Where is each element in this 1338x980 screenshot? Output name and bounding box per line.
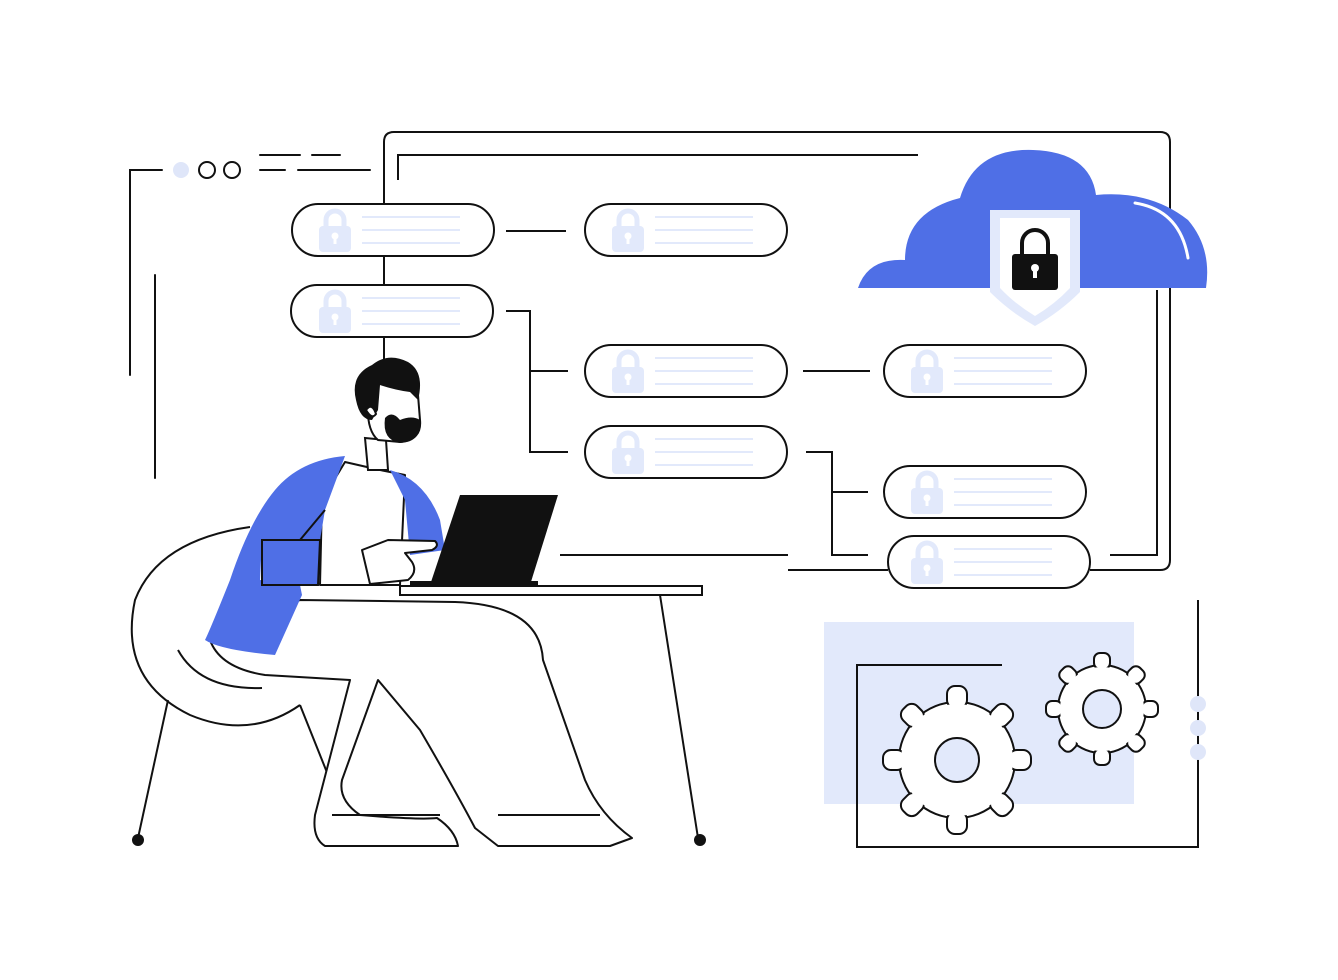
person-jacket [205,456,345,655]
node-list [290,203,1091,589]
window-dot [198,161,216,179]
node-5 [883,344,1087,398]
side-dots [1190,696,1206,760]
node-2 [584,203,788,257]
side-dot [1190,744,1206,760]
window-dots [173,161,241,179]
gear-icon [1045,652,1159,766]
laptop [410,495,558,587]
node-1 [291,203,495,257]
person [205,357,633,847]
node-3 [290,284,494,338]
node-6 [584,425,788,479]
side-dot [1190,696,1206,712]
person-hand [361,539,438,585]
padlock-icon [1012,228,1058,290]
connector-lines [506,230,870,556]
main-window-frame [383,131,1171,571]
desk [399,585,706,846]
window-dot [173,162,189,178]
person-legs [209,599,633,847]
node-8 [887,535,1091,589]
gear-icon [882,685,1032,835]
window-dot [223,161,241,179]
node-7 [883,465,1087,519]
side-dot [1190,720,1206,736]
person-head [354,357,422,444]
node-4 [584,344,788,398]
decorative-lines [129,154,371,479]
